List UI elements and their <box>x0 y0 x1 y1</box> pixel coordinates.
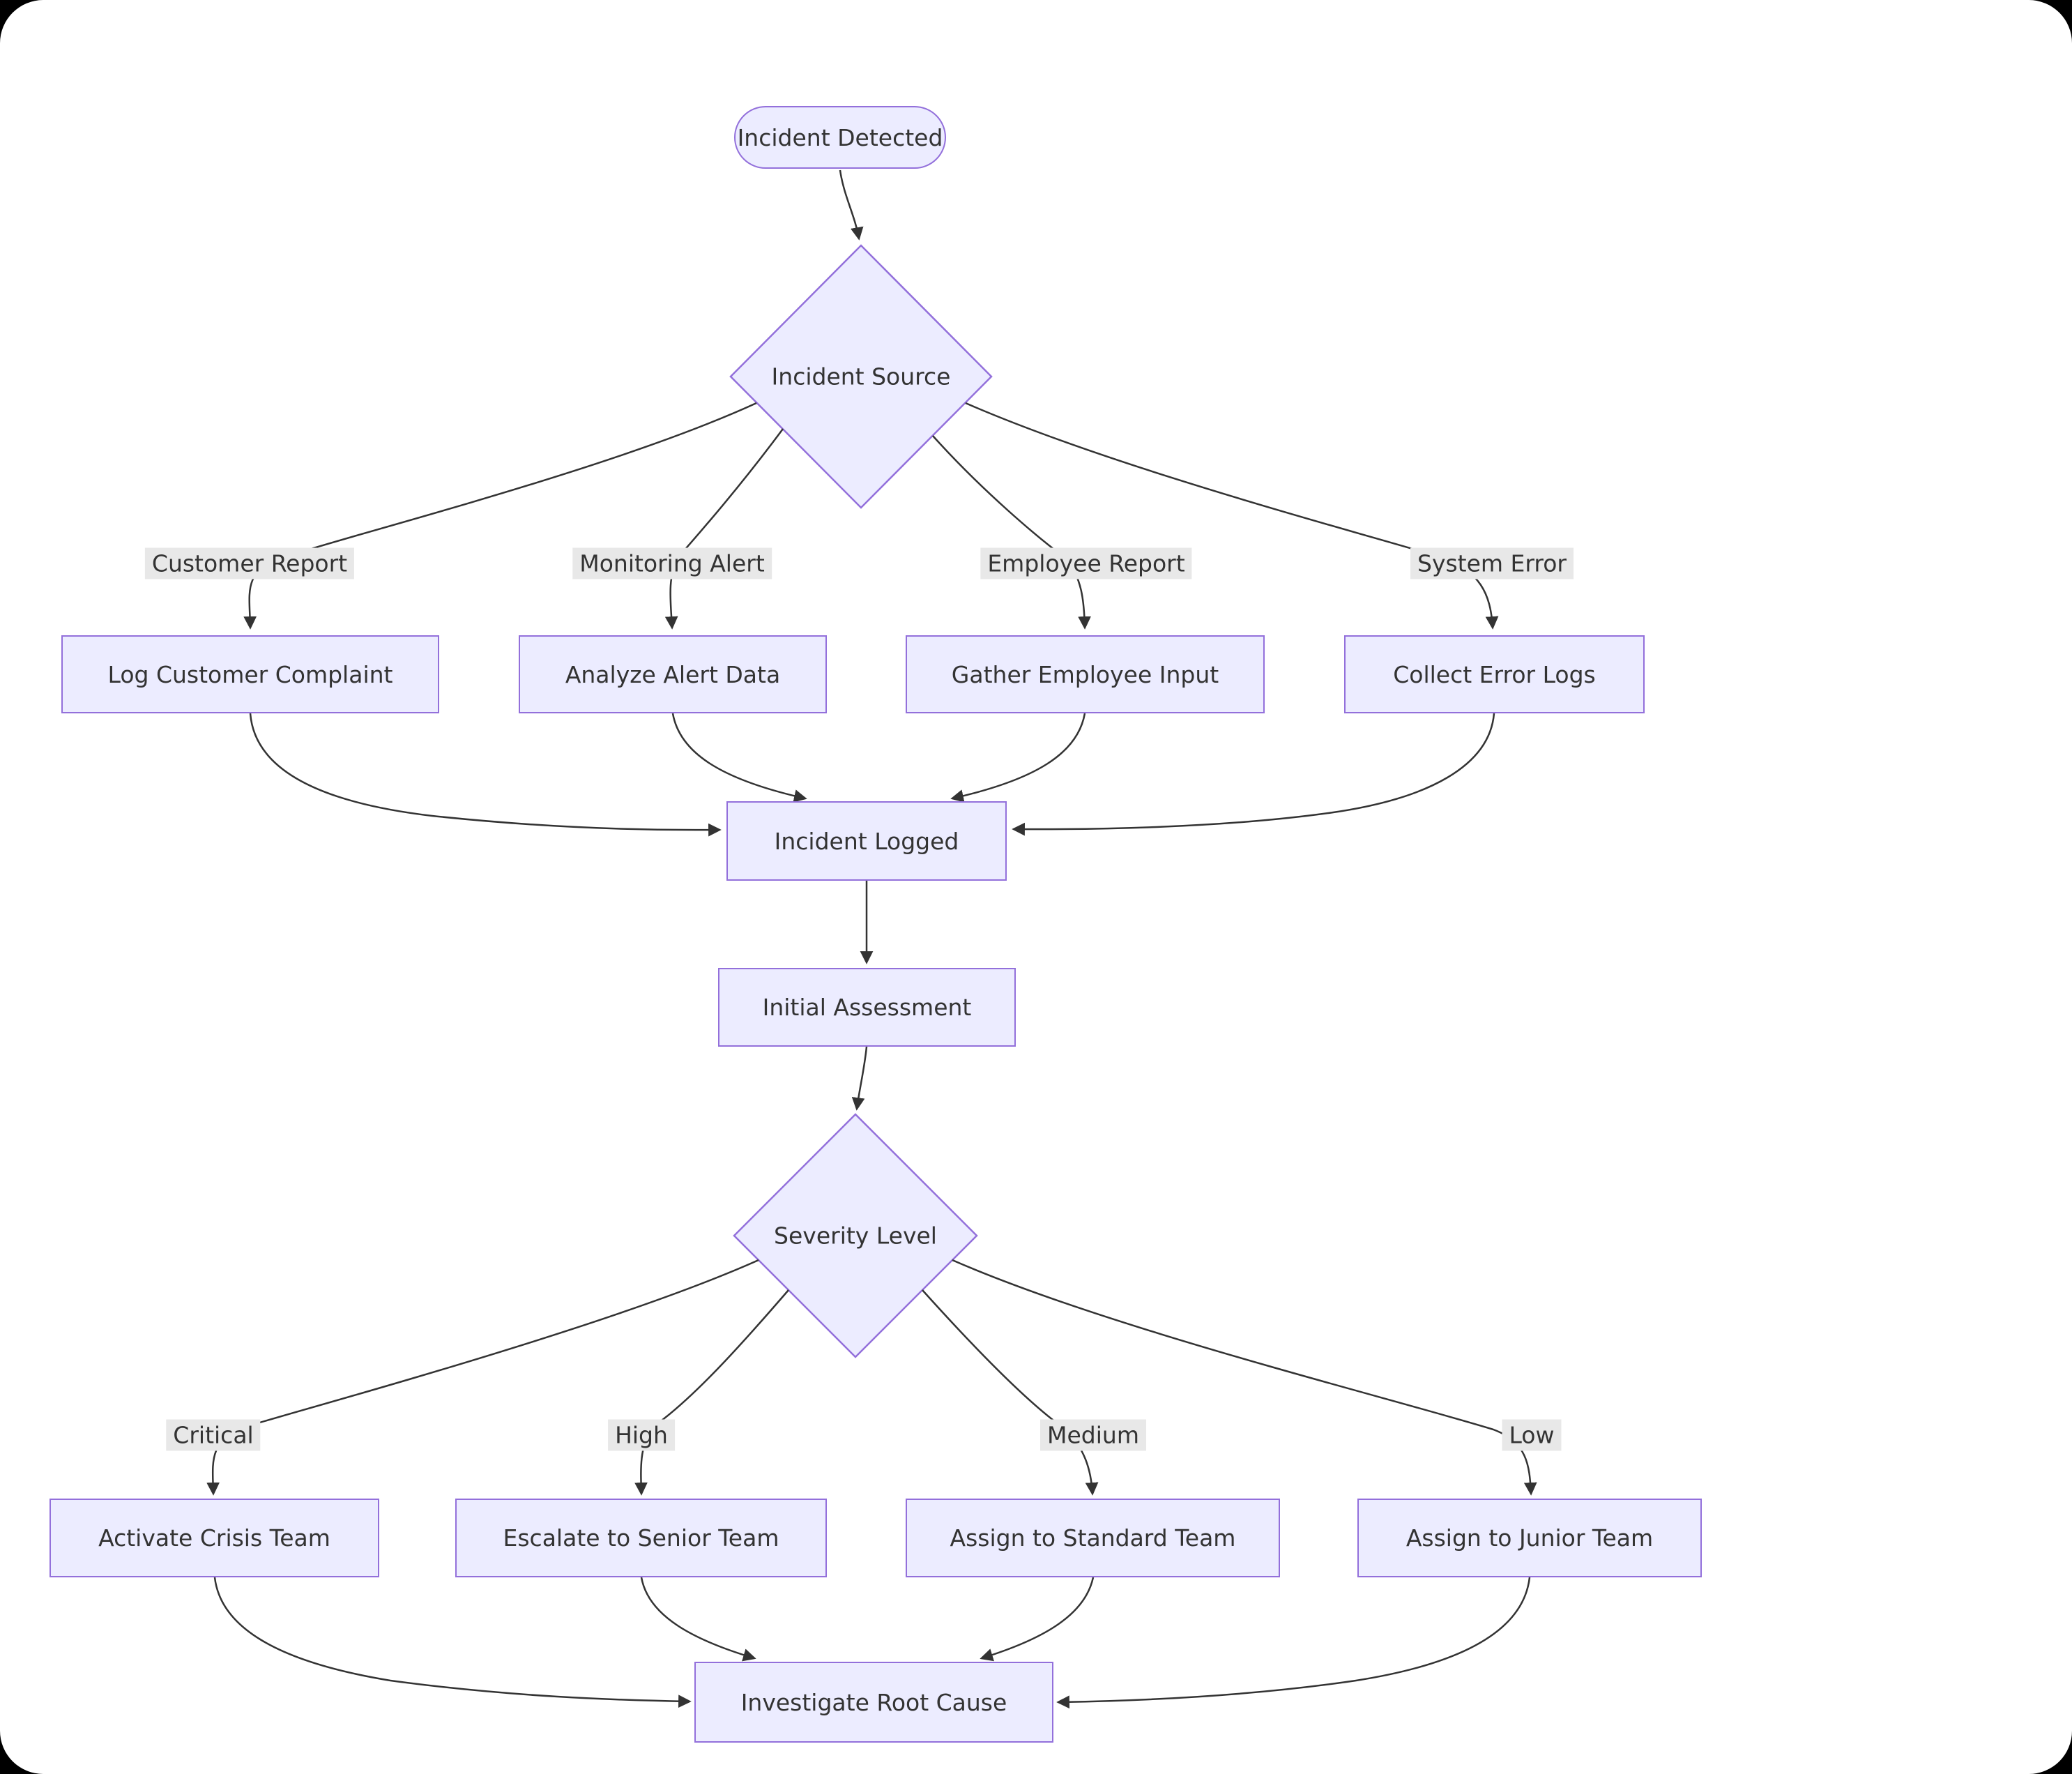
edge-collect-error-logs-to-incident-logged <box>1012 713 1495 836</box>
node-activate-crisis-team: Activate Crisis Team <box>49 1499 379 1577</box>
node-escalate-to-senior-team: Escalate to Senior Team <box>455 1499 827 1577</box>
node-analyze-alert-data: Analyze Alert Data <box>519 635 827 713</box>
edge-assign-standard-to-investigate <box>980 1577 1095 1662</box>
edge-analyze-alert-data-to-incident-logged <box>671 713 807 803</box>
edge-customer-report <box>243 402 757 630</box>
node-gather-employee-input: Gather Employee Input <box>906 635 1265 713</box>
node-collect-error-logs: Collect Error Logs <box>1344 635 1645 713</box>
edge-system-error <box>965 402 1499 630</box>
edge-label-medium: Medium <box>1040 1419 1146 1451</box>
edge-initial-assessment-to-severity-level <box>851 1046 868 1111</box>
node-incident-detected: Incident Detected <box>734 106 946 169</box>
edge-label-customer-report: Customer Report <box>144 547 355 579</box>
node-severity-level-shape <box>733 1113 978 1358</box>
edge-critical <box>206 1259 759 1496</box>
edge-gather-employee-input-to-incident-logged <box>950 713 1086 803</box>
edge-label-monitoring-alert: Monitoring Alert <box>572 547 772 579</box>
edge-label-low: Low <box>1502 1419 1562 1451</box>
node-incident-logged: Incident Logged <box>726 801 1007 881</box>
edge-incident-detected-to-incident-source <box>839 169 864 241</box>
node-investigate-root-cause: Investigate Root Cause <box>694 1662 1053 1743</box>
edge-medium <box>922 1289 1099 1496</box>
edge-label-employee-report: Employee Report <box>980 547 1192 579</box>
edge-log-customer-complaint-to-incident-logged <box>249 713 722 837</box>
node-initial-assessment: Initial Assessment <box>718 968 1016 1047</box>
node-severity-level-label: Severity Level <box>774 1222 937 1250</box>
edge-assign-junior-to-investigate <box>1056 1577 1531 1709</box>
node-assign-to-standard-team: Assign to Standard Team <box>906 1499 1280 1577</box>
edge-high <box>634 1289 789 1496</box>
edge-label-system-error: System Error <box>1410 547 1574 579</box>
edge-label-high: High <box>608 1419 675 1451</box>
node-assign-to-junior-team: Assign to Junior Team <box>1357 1499 1702 1577</box>
node-incident-source-label: Incident Source <box>771 363 951 391</box>
edge-label-critical: Critical <box>166 1419 261 1451</box>
node-incident-source-shape <box>729 244 993 509</box>
edge-activate-crisis-team-to-investigate <box>213 1577 692 1708</box>
edge-escalate-senior-to-investigate <box>640 1577 756 1662</box>
edge-employee-report <box>932 435 1091 630</box>
node-log-customer-complaint: Log Customer Complaint <box>61 635 439 713</box>
edge-low <box>952 1259 1537 1496</box>
edge-monitoring-alert <box>664 428 784 630</box>
